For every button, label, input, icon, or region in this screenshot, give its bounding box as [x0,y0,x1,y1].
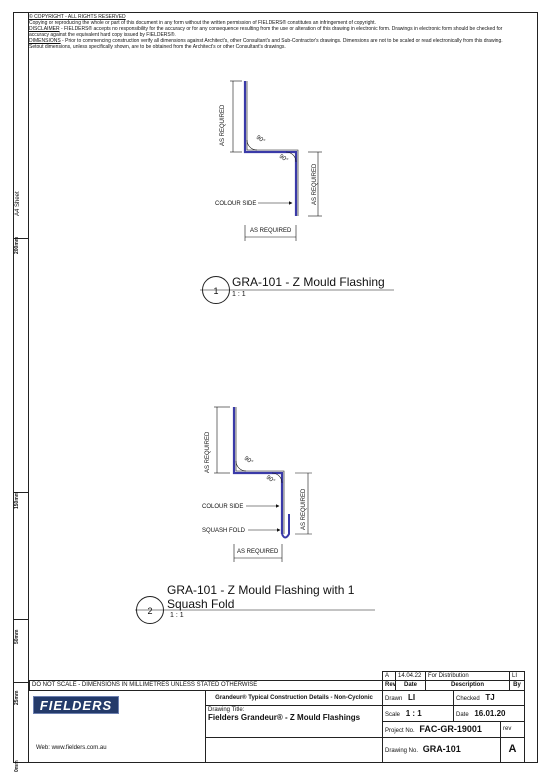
detail1-number-circle: 1 [202,276,230,304]
detail2-title-line2: Squash Fold [167,597,235,611]
detail1-dimensions [230,80,322,241]
detail1-as-required-left: AS REQUIRED [220,104,226,146]
copyright-heading: © COPYRIGHT - ALL RIGHTS RESERVED [29,14,126,20]
scale-label: Scale [385,712,401,718]
ruler-tick [13,492,28,493]
project-no-value: FAC-GR-19001 [419,724,482,734]
fielders-logo: FIELDERS [33,696,119,714]
copyright-notes: © COPYRIGHT - ALL RIGHTS RESERVED Copyin… [29,14,509,50]
website: Web: www.fielders.com.au [36,745,107,751]
detail2-number-circle: 2 [136,596,164,624]
detail2-dimensions [214,406,312,562]
detail2-title: GRA-101 - Z Mould Flashing with 1 Squash… [167,583,354,611]
ruler-tick [13,619,28,620]
drawing-title-spacer [205,737,383,763]
disclaimer-text: - FIELDERS® accepts no responsibility fo… [29,26,503,38]
detail2-colour-side: COLOUR SIDE [202,504,243,510]
drawing-title: Fielders Grandeur® - Z Mould Flashings [208,713,361,722]
detail1-colour-side: COLOUR SIDE [215,201,256,207]
ruler-tick [13,238,28,239]
project-name: Grandeur® Typical Construction Details -… [205,690,383,706]
drawing-title-cell: Drawing Title: Fielders Grandeur® - Z Mo… [205,705,383,738]
detail1-as-required-right: AS REQUIRED [312,163,318,205]
rev-value: A [500,737,525,763]
rev-label-cell: rev [500,721,525,738]
date-cell: Date 16.01.20 [453,705,525,722]
detail1-angle-2: 90° [278,154,289,164]
drawn-cell: Drawn LI [382,690,454,706]
detail2-scale: 1 : 1 [170,612,184,619]
detail2-as-required-left: AS REQUIRED [205,431,211,473]
drawing-title-label: Drawing Title: [208,707,245,713]
checked-value: TJ [485,693,495,702]
drawn-value: LI [408,693,416,702]
detail2-squash-fold: SQUASH FOLD [202,528,246,534]
scale-value: 1 : 1 [405,709,422,718]
detail1-z-profile [243,81,299,216]
detail2-title-line1: GRA-101 - Z Mould Flashing with 1 [167,583,355,597]
detail1-as-required-bottom: AS REQUIRED [250,228,292,234]
detail1-scale: 1 : 1 [232,291,246,298]
checked-cell: Checked TJ [453,690,525,706]
drawing-no-cell: Drawing No. GRA-101 [382,737,501,763]
detail1-number: 1 [213,286,219,296]
detail2-angle-1: 90° [243,456,254,466]
project-no-label: Project No. [385,728,415,734]
date-value: 16.01.20 [474,709,506,718]
left-ruler: 200mm 150mm 50mm 25mm 0mm [13,12,29,772]
drawn-label: Drawn [385,696,403,702]
drawing-no-value: GRA-101 [422,744,461,754]
detail2-number: 2 [147,606,153,616]
scale-cell: Scale 1 : 1 [382,705,454,722]
copy-text: Copying or reproducing the whole or part… [29,20,376,26]
ruler-tick [13,682,28,683]
project-no-cell: Project No. FAC-GR-19001 [382,721,501,738]
detail1-title: GRA-101 - Z Mould Flashing [232,275,385,289]
drawing-no-label: Drawing No. [385,748,419,754]
detail1-angle-1: 90° [255,135,266,145]
disclaimer-heading: DISCLAIMER [29,26,60,32]
detail2-z-profile-squash-fold [232,407,290,539]
date-label: Date [456,712,469,718]
detail2-angle-2: 90° [265,475,276,485]
checked-label: Checked [456,696,480,702]
dimensions-text: - Prior to commencing construction verif… [29,38,503,50]
dimensions-heading: DIMENSIONS [29,38,61,44]
detail2-as-required-bottom: AS REQUIRED [237,549,279,555]
detail2-as-required-right: AS REQUIRED [301,488,307,530]
